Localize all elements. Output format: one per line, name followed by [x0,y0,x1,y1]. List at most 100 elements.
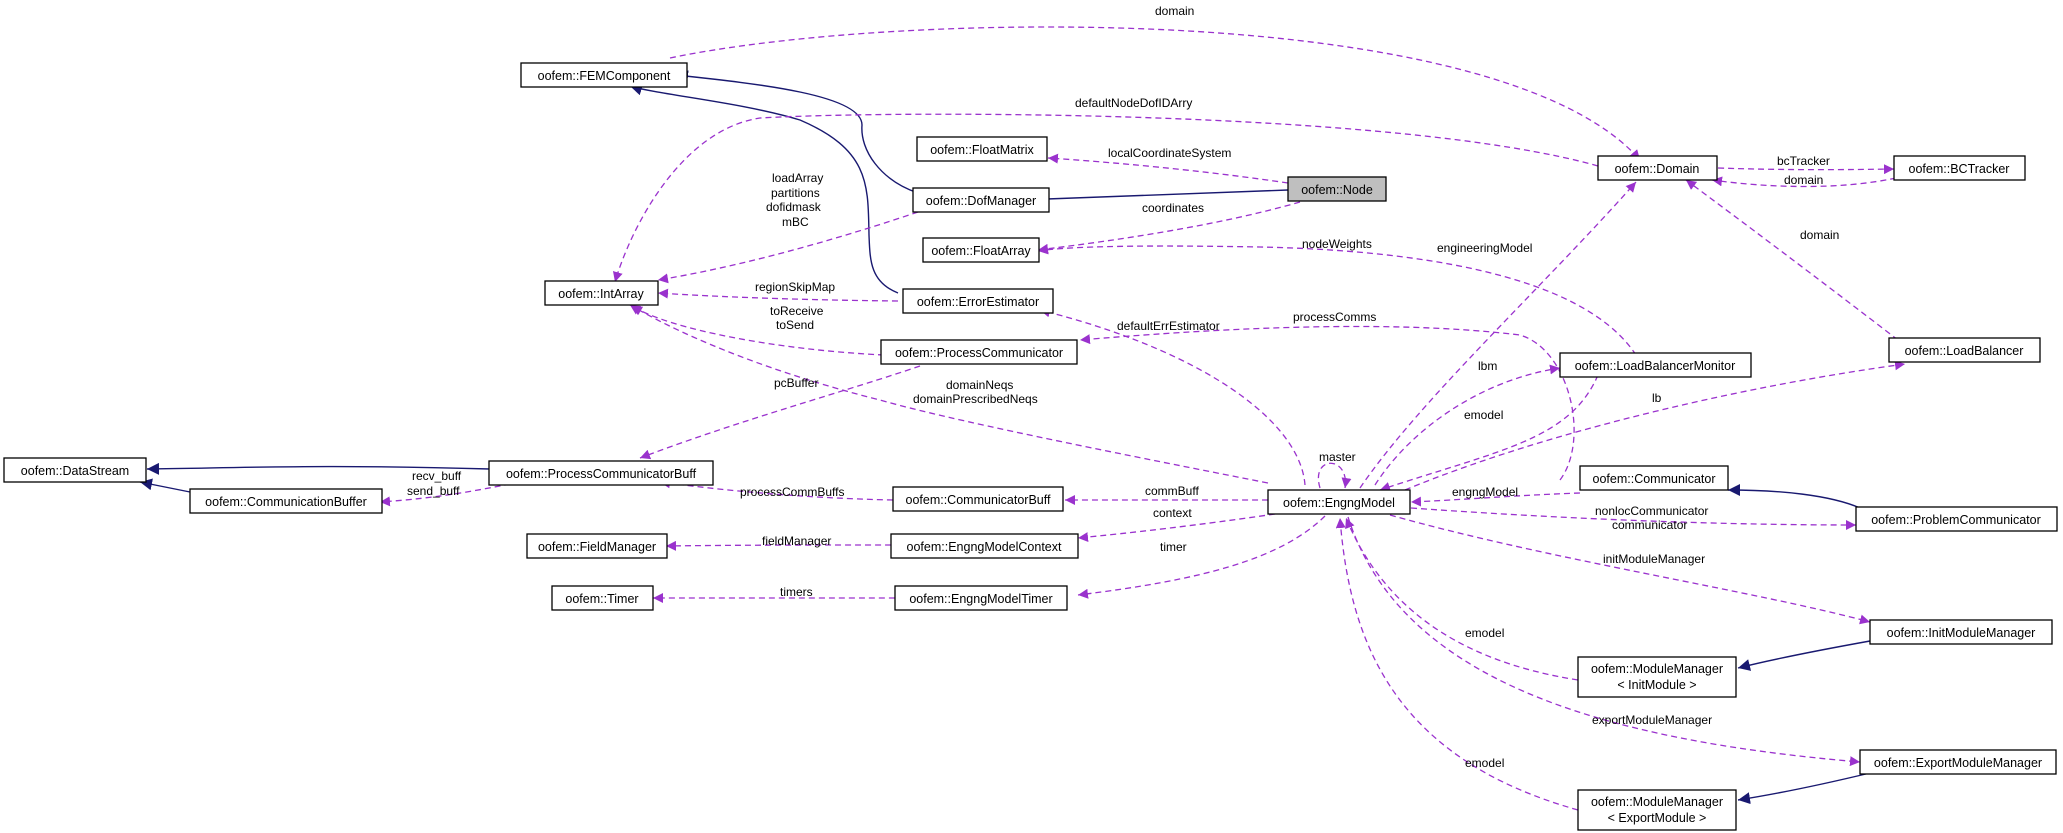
edge-label: loadArray [772,171,823,185]
edge-label: processComms [1293,310,1376,324]
class-node-initmodulemanager[interactable]: oofem::InitModuleManager [1869,619,2053,645]
edge-label: nodeWeights [1302,237,1372,251]
class-node-loadbalancermonitor[interactable]: oofem::LoadBalancerMonitor [1559,352,1752,378]
edge-label: domain [1155,4,1194,18]
edge-engngmodel-problemcomm [1410,507,1857,530]
class-node-label: oofem::ModuleManager [1591,662,1723,676]
class-node-label: oofem::EngngModelContext [907,540,1062,554]
edge-domain-intarray [612,113,1599,283]
class-node-label: oofem::LoadBalancer [1905,344,2024,358]
class-node-label: oofem::EngngModelTimer [909,592,1052,606]
edge-context-fieldmanager [665,540,892,551]
class-node-label-template: < InitModule > [1617,678,1696,692]
edge-label: bcTracker [1777,154,1830,168]
class-node-label: oofem::Timer [565,592,638,606]
class-node-label: oofem::FieldManager [538,540,656,554]
class-node-engngmodeltimer[interactable]: oofem::EngngModelTimer [894,585,1068,611]
edge-label: nonlocCommunicator [1595,504,1708,518]
edge-bctracker-domain [1711,176,1897,188]
edge-label: domainPrescribedNeqs [913,392,1038,406]
edge-domain-bctracker [1717,164,1895,175]
class-node-label: oofem::ErrorEstimator [917,295,1039,309]
edge-label: dofidmask [766,200,822,214]
edge-label: communicator [1612,518,1687,532]
edge-processcomm-intarray [629,304,885,356]
class-node-engngmodelcontext[interactable]: oofem::EngngModelContext [890,533,1079,559]
edge-label: mBC [782,215,809,229]
class-node-processcommunicatorbuff[interactable]: oofem::ProcessCommunicatorBuff [488,460,714,486]
edge-errorestimator-intarray [657,288,899,302]
class-node-dofmanager[interactable]: oofem::DofManager [912,187,1050,213]
class-node-floatarray[interactable]: oofem::FloatArray [922,237,1040,263]
edge-node-dofmanager [1019,189,1289,206]
class-node-datastream[interactable]: oofem::DataStream [3,457,147,483]
class-node-label: oofem::ProcessCommunicatorBuff [506,467,697,481]
inheritance-edges [139,70,1871,805]
edge-pcbuff-datastream [146,462,491,475]
class-node-communicator[interactable]: oofem::Communicator [1579,465,1729,491]
edge-engngmodel-master [1317,462,1352,489]
edge-label: localCoordinateSystem [1108,146,1231,160]
edge-modmgrexport-engngmodel [1335,517,1579,811]
edge-label: emodel [1465,756,1504,770]
class-node-label: oofem::EngngModel [1283,496,1395,510]
class-node-intarray[interactable]: oofem::IntArray [544,280,659,306]
edge-label: commBuff [1145,484,1199,498]
class-node-label: oofem::IntArray [558,287,644,301]
edge-dofmanager-intarray [657,211,919,284]
usage-edges [379,26,1906,811]
edge-processcomm-pcbuff [639,365,921,460]
edge-engngmodel-exportmodmgr [1347,516,1861,767]
edge-loadbalancer-domain [1685,179,1899,341]
class-node-label: oofem::Node [1301,183,1373,197]
edge-label: context [1153,506,1192,520]
edge-label: exportModuleManager [1592,713,1712,727]
class-node-communicationbuffer[interactable]: oofem::CommunicationBuffer [189,488,383,514]
edge-label: timers [780,585,813,599]
class-node-modulemanager-export[interactable]: oofem::ModuleManager < ExportModule > [1577,789,1737,831]
edge-labels: domain defaultNodeDofIDArry localCoordin… [407,4,1839,770]
class-node-label: oofem::Domain [1615,162,1700,176]
class-node-errorestimator[interactable]: oofem::ErrorEstimator [902,288,1054,314]
edge-lbmonitor-floatarray [1037,244,1637,356]
edge-modmgrinit-engngmodel [1345,517,1579,681]
edge-label: regionSkipMap [755,280,835,294]
edge-label: emodel [1464,408,1503,422]
edge-label: initModuleManager [1603,552,1705,566]
class-node-timer[interactable]: oofem::Timer [551,585,654,611]
edge-label: recv_buff [412,469,462,483]
class-node-floatmatrix[interactable]: oofem::FloatMatrix [916,136,1048,162]
class-node-label: oofem::DataStream [21,464,129,478]
class-node-domain[interactable]: oofem::Domain [1597,155,1718,181]
class-node-bctracker[interactable]: oofem::BCTracker [1893,155,2026,181]
edge-engngmodel-errorestimator [1039,307,1306,486]
edge-engngmodel-intarray [631,305,1269,484]
class-node-modulemanager-init[interactable]: oofem::ModuleManager < InitModule > [1577,656,1737,698]
edge-label: toSend [776,318,814,332]
class-node-label: oofem::InitModuleManager [1887,626,2036,640]
edge-engngmodel-domain [1359,181,1637,489]
edge-label: defaultNodeDofIDArry [1075,96,1192,110]
edge-engngmodel-initmodmgr [1389,514,1871,625]
edge-label: engineeringModel [1437,241,1532,255]
class-node-label: oofem::FloatMatrix [930,143,1034,157]
class-node-femcomponent[interactable]: oofem::FEMComponent [520,62,688,88]
class-node-fieldmanager[interactable]: oofem::FieldManager [526,533,668,559]
class-node-loadbalancer[interactable]: oofem::LoadBalancer [1888,337,2041,363]
class-node-problemcommunicator[interactable]: oofem::ProblemCommunicator [1855,506,2058,532]
edge-label: domain [1784,173,1823,187]
class-node-label: oofem::LoadBalancerMonitor [1575,359,1736,373]
class-node-node[interactable]: oofem::Node [1287,176,1387,202]
class-node-exportmodulemanager[interactable]: oofem::ExportModuleManager [1859,749,2057,775]
class-node-label-template: < ExportModule > [1608,811,1707,825]
class-node-label: oofem::FloatArray [931,244,1031,258]
class-node-processcommunicator[interactable]: oofem::ProcessCommunicator [880,339,1078,365]
class-node-engngmodel[interactable]: oofem::EngngModel [1267,489,1411,515]
edge-label: partitions [771,186,820,200]
edge-problemcomm-communicator [1727,484,1861,509]
edge-label: fieldManager [762,534,831,548]
class-node-label: oofem::CommunicatorBuff [906,493,1051,507]
class-node-communicatorbuff[interactable]: oofem::CommunicatorBuff [892,486,1064,512]
edge-label: domain [1800,228,1839,242]
edge-femcomponent-domain [669,26,1641,161]
